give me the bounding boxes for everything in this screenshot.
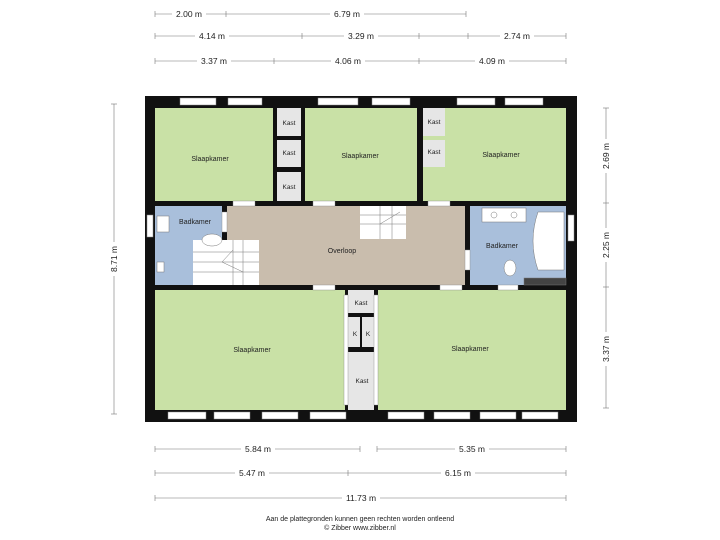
room-label-slaapkamer-top-right: Slaapkamer	[482, 152, 520, 159]
dim-top-2c: 2.74 m	[504, 31, 530, 41]
dim-top-1a: 2.00 m	[176, 9, 202, 19]
closet-label-6: Kast	[354, 300, 367, 307]
dim-right-c: 3.37 m	[601, 336, 611, 362]
room-label-overloop: Overloop	[328, 248, 357, 255]
room-label-slaapkamer-bottom-right: Slaapkamer	[451, 346, 489, 353]
dim-bottom-1b: 5.35 m	[459, 444, 485, 454]
dim-bottom-2b: 6.15 m	[445, 468, 471, 478]
room-label-slaapkamer-bottom-left: Slaapkamer	[233, 347, 271, 354]
room-labels: Slaapkamer Slaapkamer Slaapkamer Badkame…	[179, 152, 520, 354]
slaapkamer-bottom-left-area	[155, 290, 345, 410]
closet-label-7: Kast	[355, 378, 368, 385]
dim-bottom-total: 11.73 m	[346, 493, 376, 503]
slaapkamer-top-left-area	[155, 108, 273, 201]
dim-top-3c: 4.09 m	[479, 56, 505, 66]
dim-top-2b: 3.29 m	[348, 31, 374, 41]
dim-bottom-1a: 5.84 m	[245, 444, 271, 454]
washbasin-small-icon	[156, 261, 165, 273]
dim-bottom-2a: 5.47 m	[239, 468, 265, 478]
dim-top-1b: 6.79 m	[334, 9, 360, 19]
doors	[221, 200, 519, 406]
dim-right-a: 2.69 m	[601, 143, 611, 169]
dimension-labels: 2.00 m 6.79 m 4.14 m 3.29 m 2.74 m 3.37 …	[108, 8, 612, 504]
bathtub-icon	[532, 211, 565, 271]
dim-left: 8.71 m	[109, 246, 119, 272]
room-label-badkamer-right: Badkamer	[486, 243, 519, 250]
dim-right-b: 2.25 m	[601, 232, 611, 258]
toilet-left-icon	[201, 233, 223, 247]
overloop-area	[227, 206, 465, 285]
closet-label-2: Kast	[282, 150, 295, 157]
toilet-right-icon	[503, 259, 517, 277]
closet-label-3: Kast	[282, 184, 295, 191]
room-label-slaapkamer-top-middle: Slaapkamer	[341, 153, 379, 160]
slaapkamer-top-middle-area	[305, 108, 417, 201]
dim-top-2a: 4.14 m	[199, 31, 225, 41]
copyright-text: © Zibber www.zibber.nl	[324, 525, 396, 532]
staircases	[193, 206, 406, 285]
disclaimer-text: Aan de plattegronden kunnen geen rechten…	[265, 516, 455, 523]
windows	[146, 97, 575, 420]
room-fills	[155, 108, 566, 410]
double-sink-icon	[481, 207, 527, 223]
closet-label-1: Kast	[282, 120, 295, 127]
room-label-slaapkamer-top-left: Slaapkamer	[191, 156, 229, 163]
closet-labels: Kast Kast Kast Kast Kast Kast K K Kast	[282, 119, 440, 385]
closet-label-k1: K	[353, 331, 358, 338]
slaapkamer-bottom-right-area	[378, 290, 566, 410]
sink-left-icon	[156, 215, 170, 233]
dim-top-3b: 4.06 m	[335, 56, 361, 66]
bath-fixtures	[156, 207, 567, 286]
room-label-badkamer-left: Badkamer	[179, 219, 212, 226]
closet-label-5: Kast	[427, 149, 440, 156]
dim-top-3a: 3.37 m	[201, 56, 227, 66]
closet-label-4: Kast	[427, 119, 440, 126]
slaapkamer-top-right-area	[423, 108, 566, 201]
closet-fills	[277, 108, 445, 410]
closet-label-k2: K	[366, 331, 371, 338]
